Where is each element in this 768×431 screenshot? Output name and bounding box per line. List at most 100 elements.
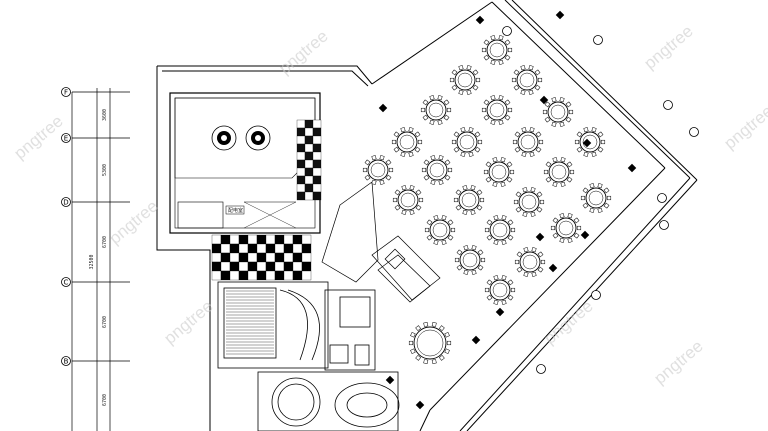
chair [479,197,485,203]
svg-text:D: D [63,199,68,207]
grid-bubble-F: F [61,87,71,97]
table-inner-ring [588,190,604,206]
floor-tile [274,243,285,254]
chair [393,131,400,138]
chair [552,232,559,239]
checker-floor-lobby [211,234,312,281]
chair [576,131,583,138]
chair [438,179,444,185]
chair [476,189,483,196]
left-dimension-chain [71,88,130,431]
chair [514,131,521,138]
floor-tile [238,270,249,281]
chair [408,127,414,133]
chair [510,227,516,233]
chair [504,39,511,46]
chair [458,89,464,95]
chair [447,234,454,241]
chair [458,65,464,71]
grid-bubble-E: E [61,133,71,143]
chair [438,155,444,161]
chair [583,151,589,157]
chair [501,275,507,281]
chair [516,251,523,258]
chair [490,95,496,101]
chair [550,225,556,231]
chair [486,279,493,286]
chair [379,179,385,185]
round-table [421,155,453,185]
floor-tile [247,261,258,272]
column [378,103,388,113]
chair [364,174,371,181]
banquet-tables [362,35,612,364]
chair [431,322,437,327]
chair [589,183,595,189]
round-table [391,127,423,157]
table-inner-ring [370,162,386,178]
floor-tile [292,243,303,254]
chair [583,127,589,133]
chair [580,195,586,201]
curved-stair [279,289,308,361]
chair [559,213,565,219]
chair [507,219,514,226]
chair [536,206,543,213]
chair [520,89,526,95]
chair [462,209,468,215]
floor-tile [220,252,231,263]
chair [481,107,487,113]
table-inner-ring [457,72,473,88]
label-small-room: 配电室 [228,207,243,214]
round-table [543,157,575,187]
floor-tile [274,252,285,263]
chair [415,189,422,196]
chair [401,185,407,191]
chair [565,101,572,108]
chair [462,185,468,191]
round-table [453,185,485,215]
floor-tile [301,270,312,281]
chair [394,204,401,211]
chair [573,232,580,239]
round-table [451,127,483,157]
chair [513,84,520,91]
chair [566,176,573,183]
chair [544,116,551,123]
chair [552,217,559,224]
chair [410,348,416,354]
floor-tile [312,135,322,145]
floor-tile [292,252,303,263]
chair [551,121,557,127]
chair [484,287,490,293]
floor-tile [256,243,267,254]
chair [483,99,490,106]
chair [423,322,429,327]
chair [490,119,496,125]
chair [568,109,574,115]
table-inner-ring [416,329,444,357]
chair [492,157,498,163]
floor-tile [312,159,322,169]
chair [393,146,400,153]
chair [417,139,423,145]
svg-text:E: E [64,135,68,143]
chair [521,151,527,157]
chair [531,271,537,277]
table-inner-ring [491,164,507,180]
column [535,232,545,242]
chair [507,294,514,301]
table-inner-ring [492,222,508,238]
chair [498,95,504,101]
chair [454,257,460,263]
floor-tile [283,261,294,272]
floor-tile [304,127,314,137]
chair [565,116,572,123]
chair [523,271,529,277]
round-table [484,215,516,245]
chair [507,107,513,113]
chair [426,234,433,241]
floor-tile [312,127,322,137]
chair [421,167,427,173]
chair [534,69,541,76]
